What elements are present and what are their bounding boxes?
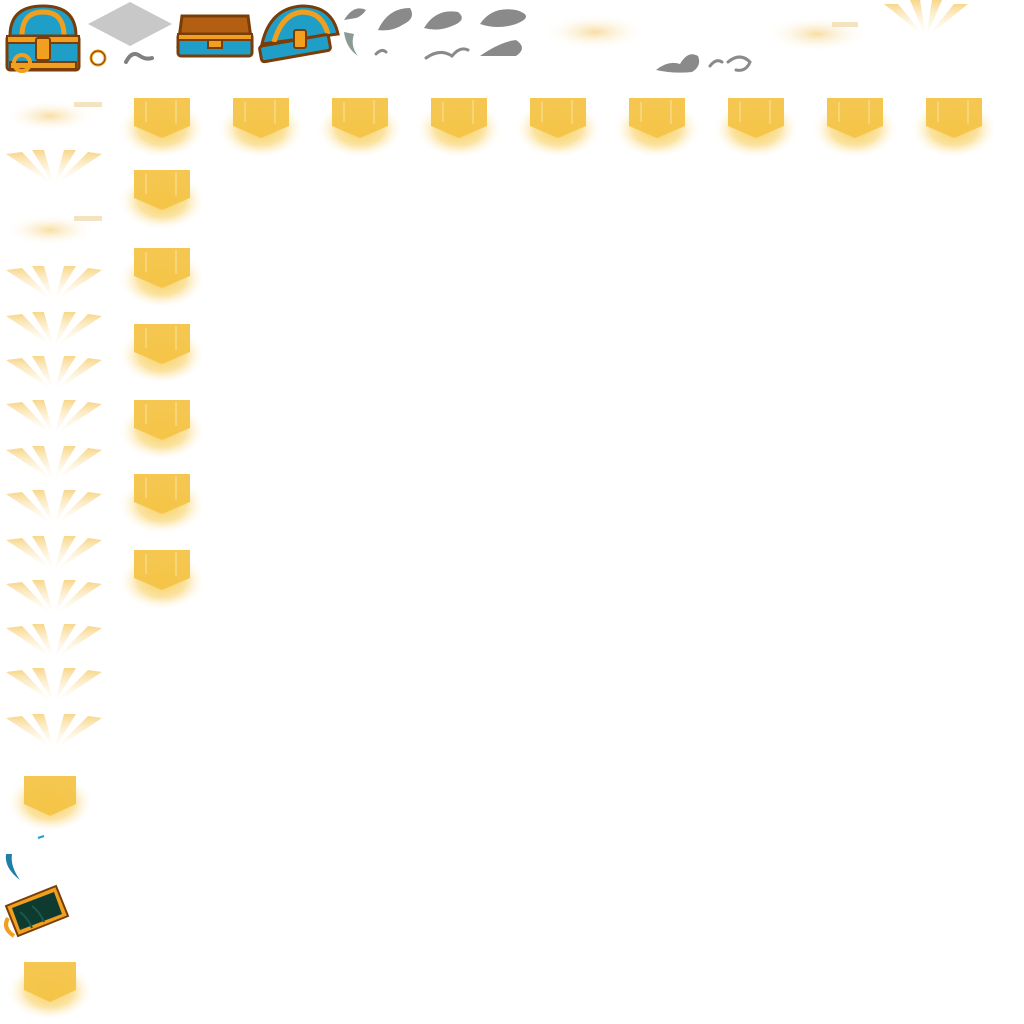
light-rays-icon	[4, 356, 104, 396]
glow-flare-icon	[762, 12, 872, 56]
gold-glow-burst-icon	[611, 88, 703, 158]
treasure-chest-closed-icon	[256, 2, 342, 64]
gold-glow-burst-icon	[215, 88, 307, 158]
gold-glow-burst-icon	[116, 464, 208, 534]
gold-glow-burst-icon	[413, 88, 505, 158]
glow-flare-icon	[2, 210, 106, 250]
gold-glow-burst-icon	[116, 160, 208, 230]
gold-glow-burst-icon	[908, 88, 1000, 158]
gold-glow-burst-icon	[809, 88, 901, 158]
light-rays-icon	[4, 490, 104, 530]
book-icon	[2, 884, 72, 944]
light-rays-icon	[4, 668, 104, 708]
light-rays-icon	[4, 446, 104, 486]
gold-glow-burst-icon	[512, 88, 604, 158]
lock-ring-icon	[88, 46, 112, 70]
light-rays-icon	[4, 400, 104, 440]
shard-icon	[2, 835, 48, 884]
light-rays-icon	[4, 312, 104, 352]
gold-glow-burst-icon	[116, 540, 208, 610]
smoke-puff-icon	[652, 44, 756, 78]
smoke-puff-icon	[340, 2, 540, 64]
smoke-puff-icon	[118, 46, 168, 68]
gold-glow-burst-icon	[116, 238, 208, 308]
gold-glow-burst-icon	[4, 762, 96, 832]
light-rays-icon	[4, 624, 104, 664]
gold-glow-burst-icon	[116, 88, 208, 158]
light-rays-icon	[4, 150, 104, 190]
light-rays-icon	[4, 266, 104, 306]
gold-glow-burst-icon	[314, 88, 406, 158]
gold-glow-burst-icon	[4, 948, 96, 1018]
light-rays-icon	[4, 536, 104, 576]
gold-glow-burst-icon	[710, 88, 802, 158]
glow-flare-icon	[2, 96, 106, 136]
gold-glow-burst-icon	[116, 314, 208, 384]
light-rays-icon	[4, 714, 104, 754]
glow-flare-icon	[540, 10, 650, 54]
light-rays-icon	[4, 580, 104, 620]
gold-glow-burst-icon	[116, 390, 208, 460]
light-rays-icon	[876, 0, 976, 42]
treasure-chest-closed-icon	[2, 2, 84, 74]
open-chest-icon	[174, 4, 256, 60]
ground-shadow-icon	[88, 2, 172, 46]
